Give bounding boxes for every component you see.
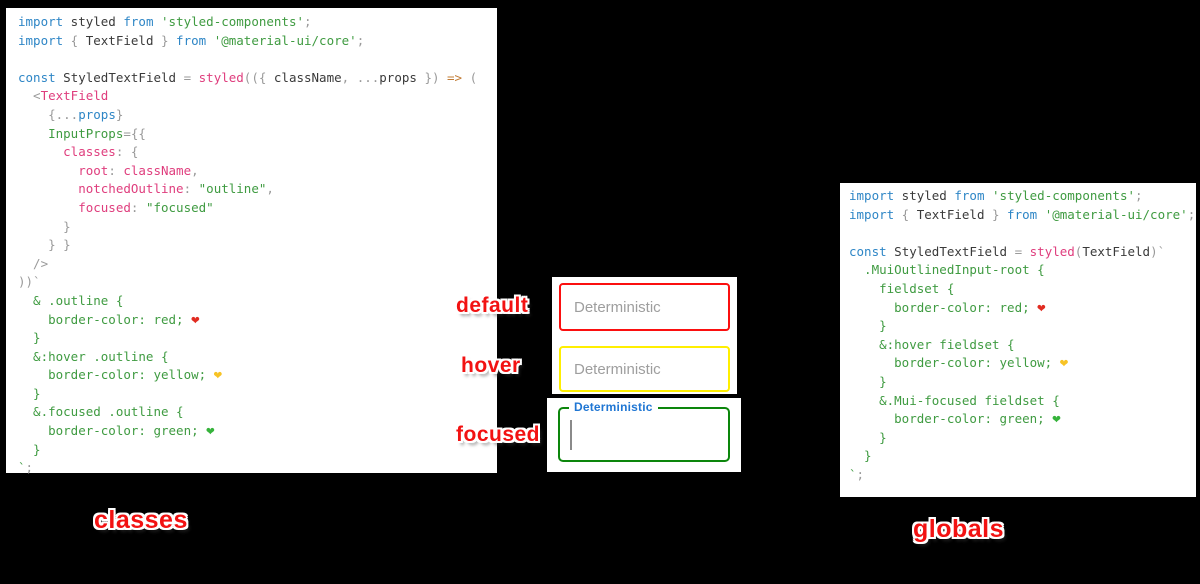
code-line: classes: {	[18, 144, 139, 160]
textfield-hover[interactable]: Deterministic	[559, 346, 730, 392]
code-line: }	[849, 448, 872, 464]
code-line: border-color: yellow; ❤	[18, 367, 223, 384]
textfield-focused-panel: Deterministic	[547, 398, 741, 472]
annotation-globals: globals	[913, 515, 1005, 543]
code-line: }	[18, 218, 71, 234]
code-line: <TextField	[18, 88, 109, 104]
code-line	[18, 50, 491, 69]
code-line: border-color: green; ❤	[849, 411, 1061, 428]
code-line: border-color: red; ❤	[849, 299, 1046, 316]
textfield-focused-label: Deterministic	[569, 400, 658, 414]
code-line: import styled from 'styled-components';	[849, 188, 1143, 203]
annotation-default: default	[456, 294, 529, 317]
text-cursor	[570, 420, 572, 450]
code-line: &.Mui-focused fieldset {	[849, 392, 1060, 408]
code-line: root: className,	[18, 162, 199, 178]
code-line: fieldset {	[849, 280, 955, 296]
code-line	[849, 224, 1192, 243]
code-line: } }	[18, 237, 71, 253]
code-line: {...props}	[18, 106, 124, 122]
code-line: &.focused .outline {	[18, 404, 184, 420]
code-line: &:hover .outline {	[18, 348, 169, 364]
code-line: }	[18, 330, 41, 346]
textfield-default-placeholder: Deterministic	[574, 298, 661, 316]
textfield-focused[interactable]: Deterministic	[558, 400, 730, 462]
code-line: ))`	[18, 274, 41, 290]
textfield-default[interactable]: Deterministic	[559, 283, 730, 331]
code-line: }	[849, 318, 887, 334]
code-line: border-color: yellow; ❤	[849, 355, 1069, 372]
code-line: />	[18, 255, 49, 271]
code-line: InputProps={{	[18, 125, 146, 141]
code-line: }	[849, 373, 887, 389]
annotation-classes: classes	[94, 506, 188, 534]
code-line: &:hover fieldset {	[849, 336, 1015, 352]
code-line: }	[18, 385, 41, 401]
code-line: & .outline {	[18, 292, 124, 308]
textfield-hover-placeholder: Deterministic	[574, 360, 661, 378]
code-line: focused: "focused"	[18, 199, 214, 215]
code-line: import { TextField } from '@material-ui/…	[18, 32, 365, 48]
code-line: `;	[849, 466, 865, 482]
textfield-demo-panel: Deterministic Deterministic	[552, 277, 737, 394]
code-line: const StyledTextField = styled(({ classN…	[18, 69, 478, 85]
code-panel-globals: import styled from 'styled-components'; i…	[840, 183, 1196, 497]
code-line: const StyledTextField = styled(TextField…	[849, 243, 1166, 259]
code-line: `;	[18, 460, 34, 476]
code-line: border-color: green; ❤	[18, 423, 215, 440]
code-line: }	[849, 429, 887, 445]
code-panel-classes: import styled from 'styled-components'; i…	[6, 8, 497, 475]
code-line: }	[18, 441, 41, 457]
code-line: .MuiOutlinedInput-root {	[849, 262, 1045, 278]
code-line: border-color: red; ❤	[18, 311, 200, 328]
code-line: import styled from 'styled-components';	[18, 14, 312, 29]
code-line: import { TextField } from '@material-ui/…	[849, 206, 1196, 222]
code-line: notchedOutline: "outline",	[18, 181, 274, 197]
annotation-focused: focused	[456, 423, 541, 446]
annotation-hover: hover	[461, 354, 521, 377]
